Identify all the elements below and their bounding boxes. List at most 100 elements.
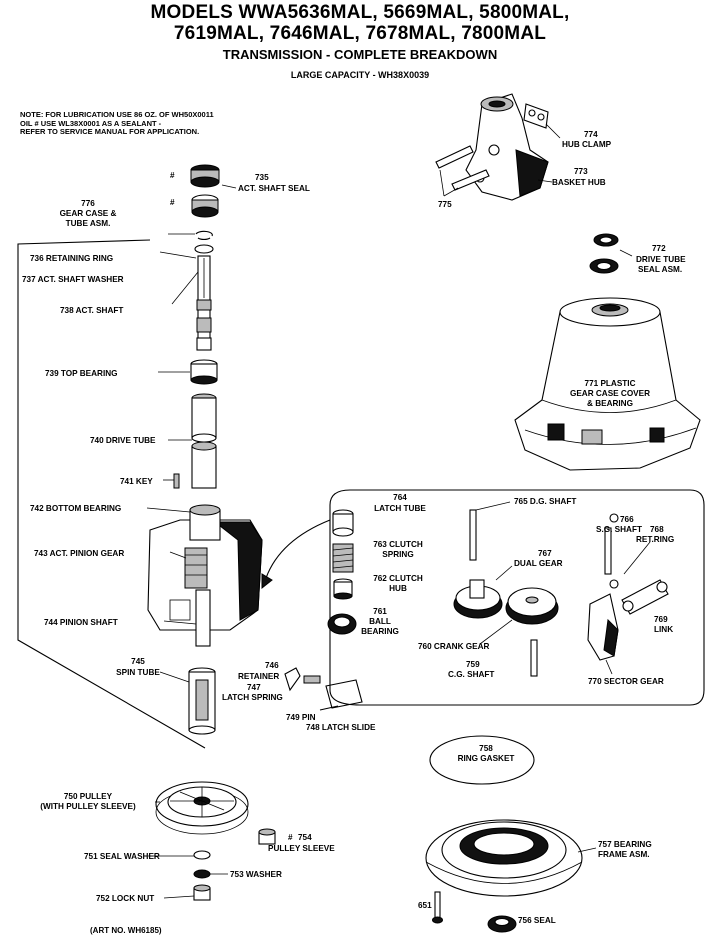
part-771-line-1: 771 PLASTIC xyxy=(585,379,636,388)
part-757-num: 757 BEARING xyxy=(598,840,652,849)
hash-mark-2: # xyxy=(170,198,175,207)
part-774-num: 774 xyxy=(584,130,598,139)
part-759-name: C.G. SHAFT xyxy=(448,670,494,679)
hash-mark-1: # xyxy=(170,171,175,180)
part-754-num: 754 xyxy=(298,833,312,842)
part-752-label: 752 LOCK NUT xyxy=(96,894,154,903)
part-761-num: 761 xyxy=(373,607,387,616)
crank-gear-drawing xyxy=(505,587,559,625)
assembly-bracket-line xyxy=(17,239,206,749)
part-776-line-2: TUBE ASM. xyxy=(66,219,111,228)
diagram-title-line-1: MODELS WWA5636MAL, 5669MAL, 5800MAL, xyxy=(150,2,570,23)
drive-tube-seal-drawing xyxy=(589,233,619,274)
part-735-name: ACT. SHAFT SEAL xyxy=(238,184,310,193)
pulley-drawing xyxy=(155,781,249,835)
part-741-label: 741 KEY xyxy=(120,477,153,486)
part-736-label: 736 RETAINING RING xyxy=(30,254,113,263)
part-743-label: 743 ACT. PINION GEAR xyxy=(34,549,124,558)
lock-nut-drawing xyxy=(193,884,211,901)
part-760-label: 760 CRANK GEAR xyxy=(418,642,490,651)
diagram-title-line-2: 7619MAL, 7646MAL, 7678MAL, 7800MAL xyxy=(173,23,547,44)
part-768-name: RET.RING xyxy=(636,535,674,544)
part-761-line-2: BEARING xyxy=(361,627,399,636)
part-769-num: 769 xyxy=(654,615,668,624)
part-744-label: 744 PINION SHAFT xyxy=(44,618,118,627)
pulley-sleeve-drawing xyxy=(258,828,276,845)
hub-bolts-drawing xyxy=(435,145,490,191)
screw-drawing xyxy=(432,891,443,924)
part-751-label: 751 SEAL WASHER xyxy=(84,852,160,861)
part-747-num: 747 xyxy=(247,683,261,692)
gear-detail-callout xyxy=(329,489,705,706)
part-771-line-2: GEAR CASE COVER xyxy=(570,389,650,398)
note-line-2: OIL # USE WL38X0001 AS A SEALANT - xyxy=(20,118,162,128)
part-748-label: 748 LATCH SLIDE xyxy=(306,723,376,732)
part-775-label: 775 xyxy=(438,200,452,209)
part-753-label: 753 WASHER xyxy=(230,870,282,879)
part-739-label: 739 TOP BEARING xyxy=(45,369,118,378)
part-746-num: 746 xyxy=(265,661,279,670)
part-759-num: 759 xyxy=(466,660,480,669)
part-746-name: RETAINER xyxy=(238,672,279,681)
part-776-num: 776 xyxy=(81,199,95,208)
left-leader-lines xyxy=(146,233,228,899)
part-773-name: BASKET HUB xyxy=(552,178,606,187)
sg-shaft-drawing xyxy=(604,527,612,575)
part-772-line-1: DRIVE TUBE xyxy=(636,255,686,264)
note-line-3: REFER TO SERVICE MANUAL FOR APPLICATION. xyxy=(20,127,200,136)
part-764-name: LATCH TUBE xyxy=(374,504,426,513)
act-shaft-seal-drawing xyxy=(190,164,220,218)
dg-shaft-drawing xyxy=(469,509,477,561)
gear-case-housing-drawing xyxy=(147,504,263,647)
part-767-name: DUAL GEAR xyxy=(514,559,563,568)
ret-ring-drawing xyxy=(609,513,619,523)
part-763-line-1: 763 CLUTCH xyxy=(373,540,423,549)
part-754-hash: # xyxy=(288,833,293,842)
part-737-label: 737 ACT. SHAFT WASHER xyxy=(22,275,124,284)
retaining-ring-drawing xyxy=(195,230,213,240)
part-763-line-2: SPRING xyxy=(382,550,413,559)
bearing-frame-drawing xyxy=(425,819,583,897)
part-750-num: 750 PULLEY xyxy=(64,792,113,801)
spin-tube-drawing xyxy=(188,667,216,735)
ball-bearing-drawing xyxy=(327,613,357,635)
art-number: (ART NO. WH6185) xyxy=(90,926,162,935)
part-757-name: FRAME ASM. xyxy=(598,850,650,859)
part-758-num: 758 xyxy=(479,744,493,753)
assembly-arrow xyxy=(265,519,331,579)
gear-case-cover-drawing xyxy=(514,297,701,471)
part-735-num: 735 xyxy=(255,173,269,182)
part-747-name: LATCH SPRING xyxy=(222,693,283,702)
part-749-label: 749 PIN xyxy=(286,713,316,722)
part-771-line-3: & BEARING xyxy=(587,399,633,408)
diagram-subtitle: TRANSMISSION - COMPLETE BREAKDOWN xyxy=(222,47,498,62)
part-770-label: 770 SECTOR GEAR xyxy=(588,677,664,686)
lubrication-note: NOTE: FOR LUBRICATION USE 86 OZ. OF WH50… xyxy=(20,110,214,137)
key-drawing xyxy=(173,473,180,489)
latch-parts-drawing xyxy=(284,667,363,711)
part-745-name: SPIN TUBE xyxy=(116,668,160,677)
part-776-line-1: GEAR CASE & xyxy=(60,209,117,218)
part-766-name: S.G. SHAFT xyxy=(596,525,642,534)
ring-gasket-drawing xyxy=(429,735,535,785)
act-shaft-washer-drawing xyxy=(194,244,214,254)
dual-gear-drawing xyxy=(453,579,503,619)
part-767-num: 767 xyxy=(538,549,552,558)
washer-drawing xyxy=(193,869,211,879)
hub-clamp-drawing xyxy=(523,103,549,129)
link-drawing xyxy=(621,579,669,615)
clutch-spring-drawing xyxy=(332,543,354,573)
note-line-1: NOTE: FOR LUBRICATION USE 86 OZ. OF WH50… xyxy=(20,110,214,119)
clutch-hub-drawing xyxy=(333,578,353,600)
part-769-name: LINK xyxy=(654,625,673,634)
part-762-line-1: 762 CLUTCH xyxy=(373,574,423,583)
part-774-name: HUB CLAMP xyxy=(562,140,612,149)
part-745-num: 745 xyxy=(131,657,145,666)
part-754-name: PULLEY SLEEVE xyxy=(268,844,335,853)
part-764-num: 764 xyxy=(393,493,407,502)
top-bearing-drawing xyxy=(190,359,218,385)
part-756-label: 756 SEAL xyxy=(518,916,556,925)
cg-shaft-drawing xyxy=(530,639,538,677)
part-742-label: 742 BOTTOM BEARING xyxy=(30,504,121,513)
seal-drawing xyxy=(487,915,517,933)
